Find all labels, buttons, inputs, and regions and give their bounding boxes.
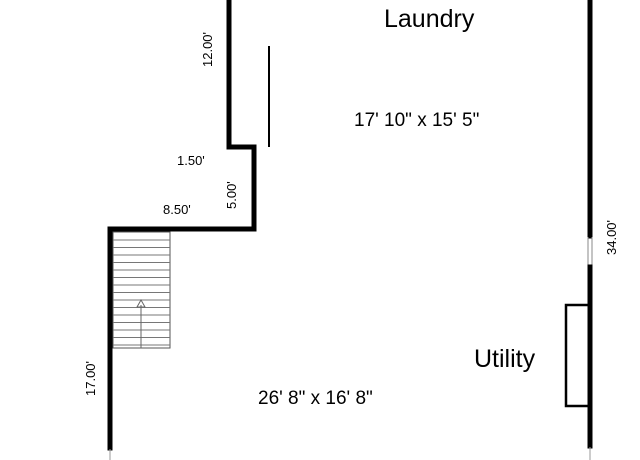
walls (107, 0, 593, 460)
room-name-laundry: Laundry (384, 5, 475, 33)
dimension-label-d2: 1.50' (177, 153, 205, 168)
room-name-utility: Utility (474, 345, 536, 373)
wall-upper-left (107, 0, 257, 451)
dimension-label-d6: 34.00' (604, 220, 619, 255)
dimension-label-d3: 5.00' (224, 181, 239, 209)
utility-closet (564, 303, 590, 408)
dimension-label-d4: 8.50' (163, 202, 191, 217)
dimension-label-d5: 17.00' (83, 361, 98, 396)
stairs (112, 231, 171, 349)
stairs-arrow-head (136, 298, 146, 308)
room-size-utility: 26' 8" x 16' 8" (258, 388, 373, 409)
room-size-laundry: 17' 10" x 15' 5" (354, 110, 479, 131)
dimension-label-d1: 12.00' (200, 32, 215, 67)
